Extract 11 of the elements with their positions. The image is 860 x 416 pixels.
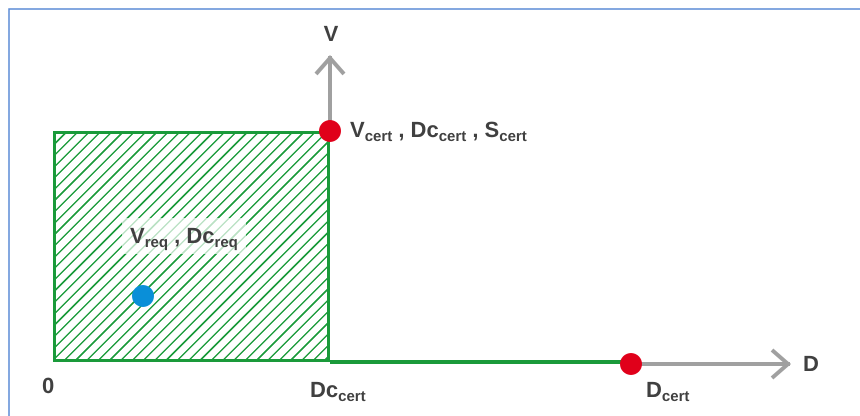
point-marker: [620, 353, 642, 375]
axis-label: V: [322, 20, 340, 48]
point-marker: [132, 285, 154, 307]
axis-label: 0: [42, 372, 54, 400]
hatched-region: [53, 131, 330, 362]
point-label: V$_{req}$ , Dc$_{req}$: [122, 218, 246, 254]
axis-label: Dc$_{cert}$: [310, 376, 366, 404]
point-label: D$_{cert}$: [646, 376, 690, 404]
point-label: V$_{cert}$ , Dc$_{cert}$ , S$_{cert}$: [350, 116, 527, 144]
axis-label: D: [803, 350, 819, 378]
point-marker: [319, 120, 341, 142]
